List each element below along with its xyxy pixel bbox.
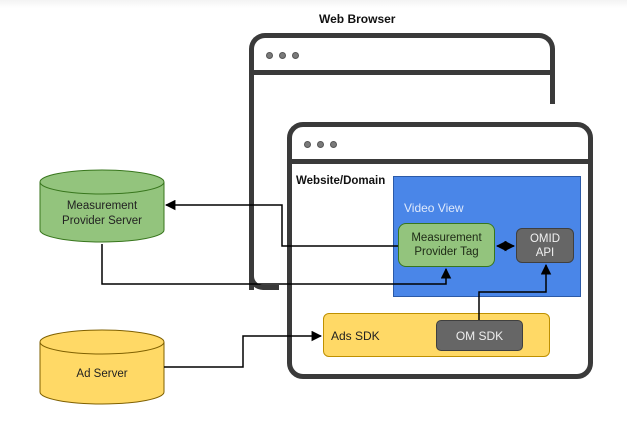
edge-adserver-to-adssdk	[164, 330, 323, 368]
window-dot-icon	[266, 52, 273, 59]
top-shade	[0, 0, 627, 8]
omid-line1: OMID	[529, 232, 561, 245]
window-dot-icon	[317, 141, 324, 148]
video-view-label: Video View	[404, 201, 464, 215]
om-sdk-label: OM SDK	[455, 328, 504, 343]
ad-server-cylinder	[39, 329, 165, 405]
window-controls	[266, 52, 299, 59]
measurement-provider-tag: Measurement Provider Tag	[398, 223, 495, 267]
omid-api: OMID API	[516, 228, 574, 263]
ad-server-label: Ad Server	[76, 368, 128, 380]
window-dot-icon	[330, 141, 337, 148]
om-sdk: OM SDK	[436, 320, 523, 351]
window-dot-icon	[279, 52, 286, 59]
window-dot-icon	[304, 141, 311, 148]
window-controls	[304, 141, 337, 148]
mp-tag-line2: Provider Tag	[414, 246, 479, 258]
measurement-provider-server-label: Measurement Provider Server	[40, 199, 164, 229]
titlebar-divider	[254, 70, 550, 75]
mp-tag-line1: Measurement	[411, 232, 482, 244]
titlebar-divider	[292, 159, 588, 164]
web-browser-title: Web Browser	[319, 12, 396, 26]
omid-line2: API	[535, 246, 555, 259]
edge-omsdk-to-omid	[478, 263, 552, 320]
window-dot-icon	[292, 52, 299, 59]
website-domain-label: Website/Domain	[296, 175, 386, 187]
measurement-provider-server-cylinder	[39, 169, 165, 243]
edge-server-to-tag	[101, 244, 452, 285]
edge-tag-to-server	[164, 199, 398, 247]
ads-sdk-label: Ads SDK	[331, 329, 380, 343]
mps-line1: Measurement	[66, 200, 138, 212]
mps-line2: Provider Server	[62, 215, 142, 227]
browser-window-back-edge	[249, 240, 279, 290]
